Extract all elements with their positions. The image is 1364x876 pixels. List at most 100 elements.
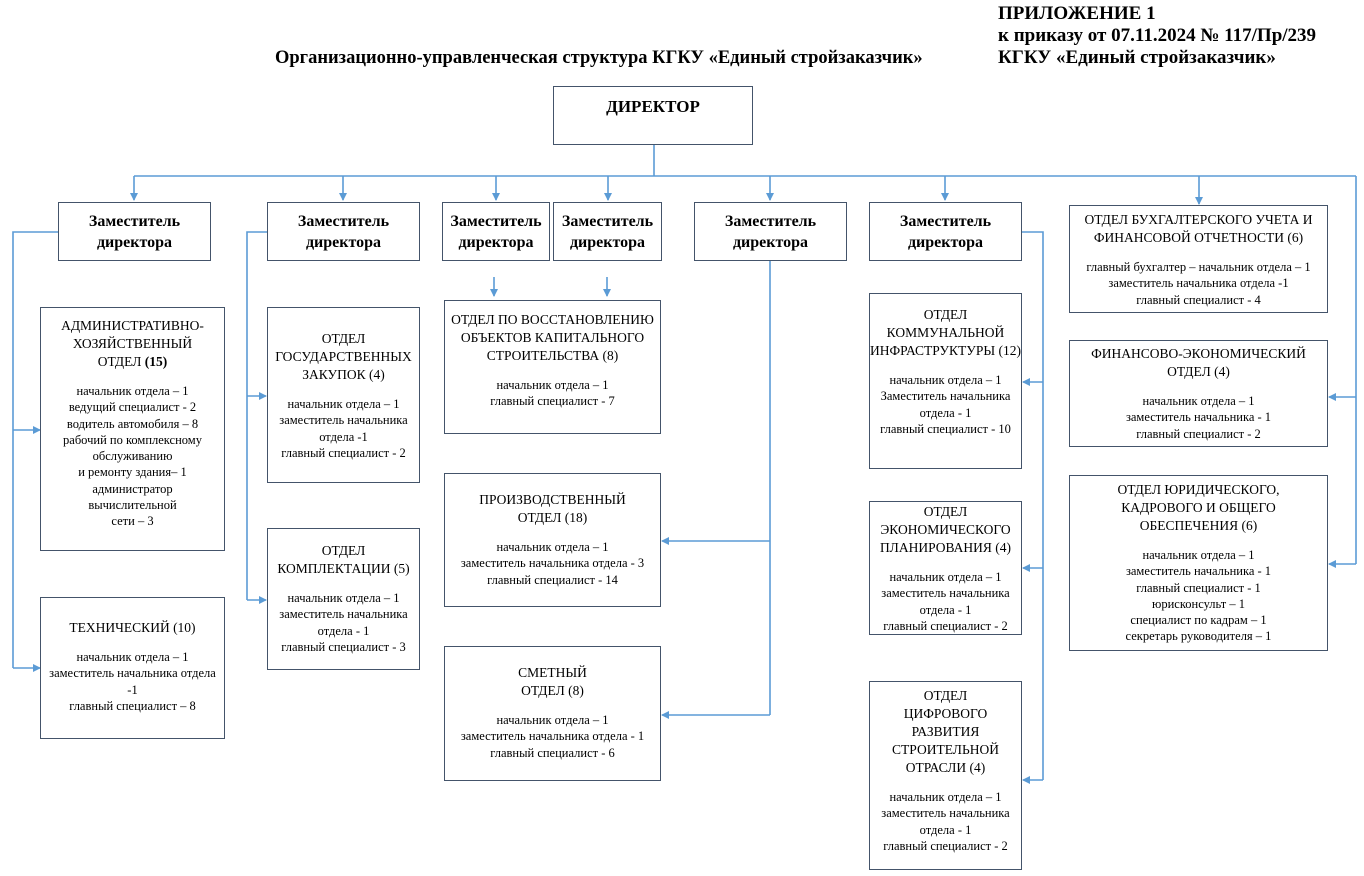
staff-position: главный специалист - 7 [490,394,615,409]
deputy-director-box: Заместитель директора [553,202,662,261]
department-title: ОТДЕЛ ГОСУДАРСТВЕННЫХ ЗАКУПОК (4) [268,330,419,384]
deputy-label-line2: директора [305,233,382,251]
department-title-line: ПРОИЗВОДСТВЕННЫЙ [479,492,626,507]
staff-position: заместитель начальника отдела - 3 [460,556,645,571]
staff-position: главный специалист - 1 [1136,580,1261,595]
director-label: ДИРЕКТОР [606,97,700,116]
department-title-line: ФИНАНСОВО-ЭКОНОМИЧЕСКИЙ [1091,346,1306,361]
staff-position: Заместитель начальника [880,389,1011,404]
staff-position: главный специалист - 2 [1136,426,1261,441]
staff-list: начальник отдела – 1 заместитель начальни… [268,396,419,461]
staff-position: заместитель начальника [881,586,1010,601]
deputy-label-line2: директора [907,233,984,251]
department-title-line: РАЗВИТИЯ [911,724,980,739]
appendix-line: к приказу от 07.11.2024 № 117/Пр/239 [998,25,1317,46]
department-title-line: ОТДЕЛ ПО ВОССТАНОВЛЕНИЮ [451,312,654,327]
staff-position: водитель автомобиля – 8 [66,416,199,431]
staff-position: главный специалист - 2 [883,838,1008,853]
deputy-label-line2: директора [569,233,646,251]
staff-position: главный специалист - 14 [487,572,618,587]
staff-position: заместитель начальника отдела -1 [1108,276,1289,291]
director-box: ДИРЕКТОР [553,86,753,145]
department-title-line: ОБЕСПЕЧЕНИЯ (6) [1139,518,1258,533]
staff-position: юрисконсульт – 1 [1152,596,1245,611]
deputy-director-box: Заместитель директора [58,202,211,261]
appendix-line: КГКУ «Единый стройзаказчик» [998,47,1276,68]
appendix-line: ПРИЛОЖЕНИЕ 1 [998,3,1156,24]
staff-position: начальник отдела – 1 [889,373,1002,387]
department-title-line: ЦИФРОВОГО [903,706,988,721]
staff-position: специалист по кадрам – 1 [1130,613,1267,628]
deputy-label-line1: Заместитель [297,212,390,230]
department-title-line: ИНФРАСТРУКТУРЫ (12) [870,343,1021,358]
staff-position: заместитель начальника [279,413,408,428]
department-title-line: ОБЪЕКТОВ КАПИТАЛЬНОГО [460,330,645,345]
staff-position: и ремонту здания– 1 [78,465,187,480]
department-title-line: ОТДЕЛ (18) [517,510,588,525]
department-production: ПРОИЗВОДСТВЕННЫЙ ОТДЕЛ (18) начальник отде… [444,473,661,607]
department-title: ФИНАНСОВО-ЭКОНОМИЧЕСКИЙ ОТДЕЛ (4) [1070,345,1327,381]
deputy-label-line2: директора [458,233,534,251]
staff-position: обслуживанию [92,449,173,464]
staff-position: начальник отдела – 1 [1142,548,1255,562]
deputy-director-box: Заместитель директора [267,202,420,261]
staff-position: начальник отдела – 1 [496,378,609,392]
department-capital-restoration: ОТДЕЛ ПО ВОССТАНОВЛЕНИЮ ОБЪЕКТОВ КАПИТАЛЬ… [444,300,661,434]
department-title-line: ОТДЕЛ (4) [1167,364,1230,379]
staff-position: ведущий специалист - 2 [68,400,197,415]
department-title-line: ФИНАНСОВОЙ ОТЧЕТНОСТИ (6) [1093,230,1304,245]
department-title-line: ЭКОНОМИЧЕСКОГО [880,522,1011,537]
department-title-line: ОТДЕЛ [321,331,366,346]
department-title: ПРОИЗВОДСТВЕННЫЙ ОТДЕЛ (18) [445,491,660,527]
department-accounting: ОТДЕЛ БУХГАЛТЕРСКОГО УЧЕТА И ФИНАНСОВОЙ О… [1069,205,1328,313]
headcount: (15) [144,354,168,369]
staff-list: начальник отдела – 1 заместитель начальни… [1070,547,1327,645]
deputy-label-line1: Заместитель [899,212,992,230]
deputy-label-line1: Заместитель [724,212,817,230]
staff-position: заместитель начальника - 1 [1125,564,1272,579]
staff-position: главный специалист - 10 [880,421,1011,436]
department-title-line: АДМИНИСТРАТИВНО- [61,318,204,333]
department-title-line: СТРОИТЕЛЬСТВА (8) [486,348,619,363]
staff-position: секретарь руководителя – 1 [1125,629,1272,644]
department-title-line: ОТДЕЛ [321,543,366,558]
department-title-line: ОТДЕЛ (8) [521,683,584,698]
department-title-line: СТРОИТЕЛЬНОЙ [892,742,999,757]
staff-position: главный специалист – 8 [69,698,196,713]
staff-position: начальник отдела – 1 [889,790,1002,804]
staff-list: начальник отдела – 1 главный специалист -… [445,377,660,410]
department-title-line: ЗАКУПОК (4) [302,367,385,382]
chart-title: Организационно-управленческая структура … [275,48,923,68]
department-title-line: ПЛАНИРОВАНИЯ (4) [879,540,1012,555]
department-title: ОТДЕЛ ПО ВОССТАНОВЛЕНИЮ ОБЪЕКТОВ КАПИТАЛЬ… [445,311,660,365]
department-title-line: ОТДЕЛ БУХГАЛТЕРСКОГО УЧЕТА И [1084,212,1313,227]
staff-position: отдела - 1 [317,623,370,638]
staff-position: начальник отдела – 1 [889,570,1002,584]
department-title-line: ХОЗЯЙСТВЕННЫЙ [72,336,193,351]
staff-position: отдела - 1 [919,405,972,420]
appendix-header: ПРИЛОЖЕНИЕ 1 к приказу от 07.11.2024 № 1… [998,3,1316,69]
staff-position: начальник отдела – 1 [76,650,189,664]
staff-position: начальник отдела – 1 [287,397,400,411]
staff-position: начальник отдела – 1 [1142,394,1255,408]
staff-position: вычислительной [88,498,177,513]
department-title-line: ОТДЕЛ ЮРИДИЧЕСКОГО, [1117,482,1280,497]
department-title-line: ГОСУДАРСТВЕННЫХ [275,349,412,364]
staff-position: заместитель начальника отдела [49,666,216,681]
